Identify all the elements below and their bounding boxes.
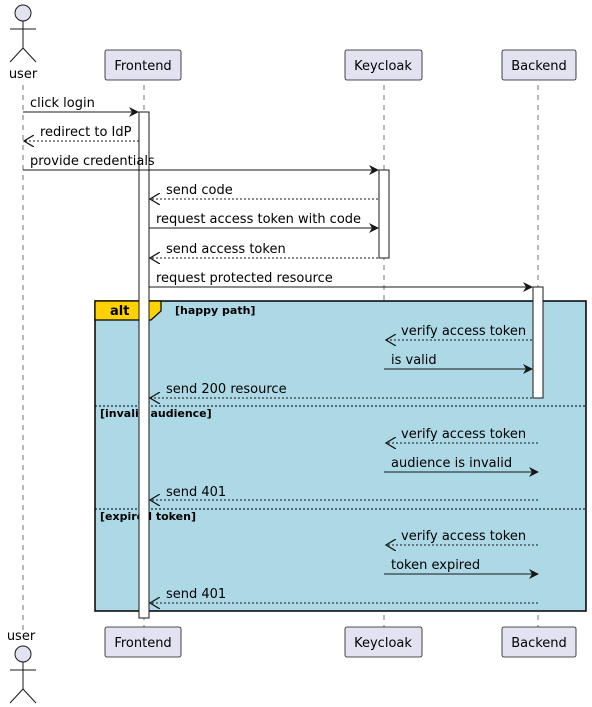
message-6: send access token [150, 242, 378, 258]
message-7-label: request protected resource [156, 271, 333, 286]
participant-keycloak-bottom: Keycloak [344, 626, 423, 658]
activation-backend [532, 286, 544, 399]
message-12-label: audience is invalid [391, 456, 512, 471]
participant-frontend-label-bottom: Frontend [114, 636, 171, 651]
message-8-label: verify access token [401, 324, 526, 339]
message-16-label: send 401 [166, 587, 226, 602]
message-1: click login [23, 96, 139, 117]
alt-condition-happy-path: [happy path] [175, 304, 255, 317]
message-14-label: verify access token [401, 529, 526, 544]
message-5: request access token with code [149, 212, 379, 233]
message-15-label: token expired [391, 558, 480, 573]
participant-frontend-label: Frontend [114, 59, 171, 74]
activation-frontend [138, 111, 150, 619]
participant-keycloak-label-bottom: Keycloak [354, 636, 412, 651]
participant-user-bottom: user [7, 629, 37, 704]
participant-keycloak-label: Keycloak [354, 59, 412, 74]
message-9: is valid [384, 353, 533, 374]
message-4: send code [150, 183, 378, 199]
actor-icon [9, 645, 37, 704]
participant-backend-label: Backend [511, 59, 567, 74]
message-13: send 401 [150, 485, 538, 500]
message-6-label: send access token [166, 242, 286, 257]
message-4-label: send code [166, 183, 233, 198]
participant-frontend-top: Frontend [104, 49, 182, 81]
message-3-label: provide credentials [30, 154, 155, 169]
message-9-label: is valid [391, 353, 437, 368]
alt-condition-invalid-audience: [invalid audience] [100, 407, 212, 420]
message-7: request protected resource [149, 271, 533, 292]
message-14: verify access token [386, 529, 538, 545]
alt-fragment [94, 300, 587, 612]
message-10: send 200 resource [150, 382, 532, 398]
actor-icon [9, 4, 37, 63]
alt-keyword: alt [110, 304, 129, 319]
participant-backend-label-bottom: Backend [511, 636, 567, 651]
participant-keycloak-top: Keycloak [344, 49, 423, 81]
message-15: token expired [384, 558, 539, 579]
activation-keycloak [378, 169, 390, 259]
message-2-label: redirect to IdP [40, 125, 132, 140]
participant-user-label-bottom: user [7, 629, 36, 644]
message-16: send 401 [150, 587, 538, 603]
participant-user-top: user [9, 4, 38, 82]
message-8: verify access token [386, 324, 532, 340]
participant-backend-top: Backend [501, 49, 577, 81]
participant-frontend-bottom: Frontend [104, 626, 182, 658]
message-5-label: request access token with code [156, 212, 361, 227]
message-2: redirect to IdP [24, 125, 139, 141]
participant-backend-bottom: Backend [501, 626, 577, 658]
message-10-label: send 200 resource [166, 382, 287, 397]
message-3: provide credentials [23, 154, 379, 175]
message-11: verify access token [386, 427, 538, 443]
message-13-label: send 401 [166, 485, 226, 500]
message-11-label: verify access token [401, 427, 526, 442]
participant-user-label: user [9, 67, 38, 82]
message-1-label: click login [30, 96, 95, 111]
message-12: audience is invalid [384, 456, 539, 477]
